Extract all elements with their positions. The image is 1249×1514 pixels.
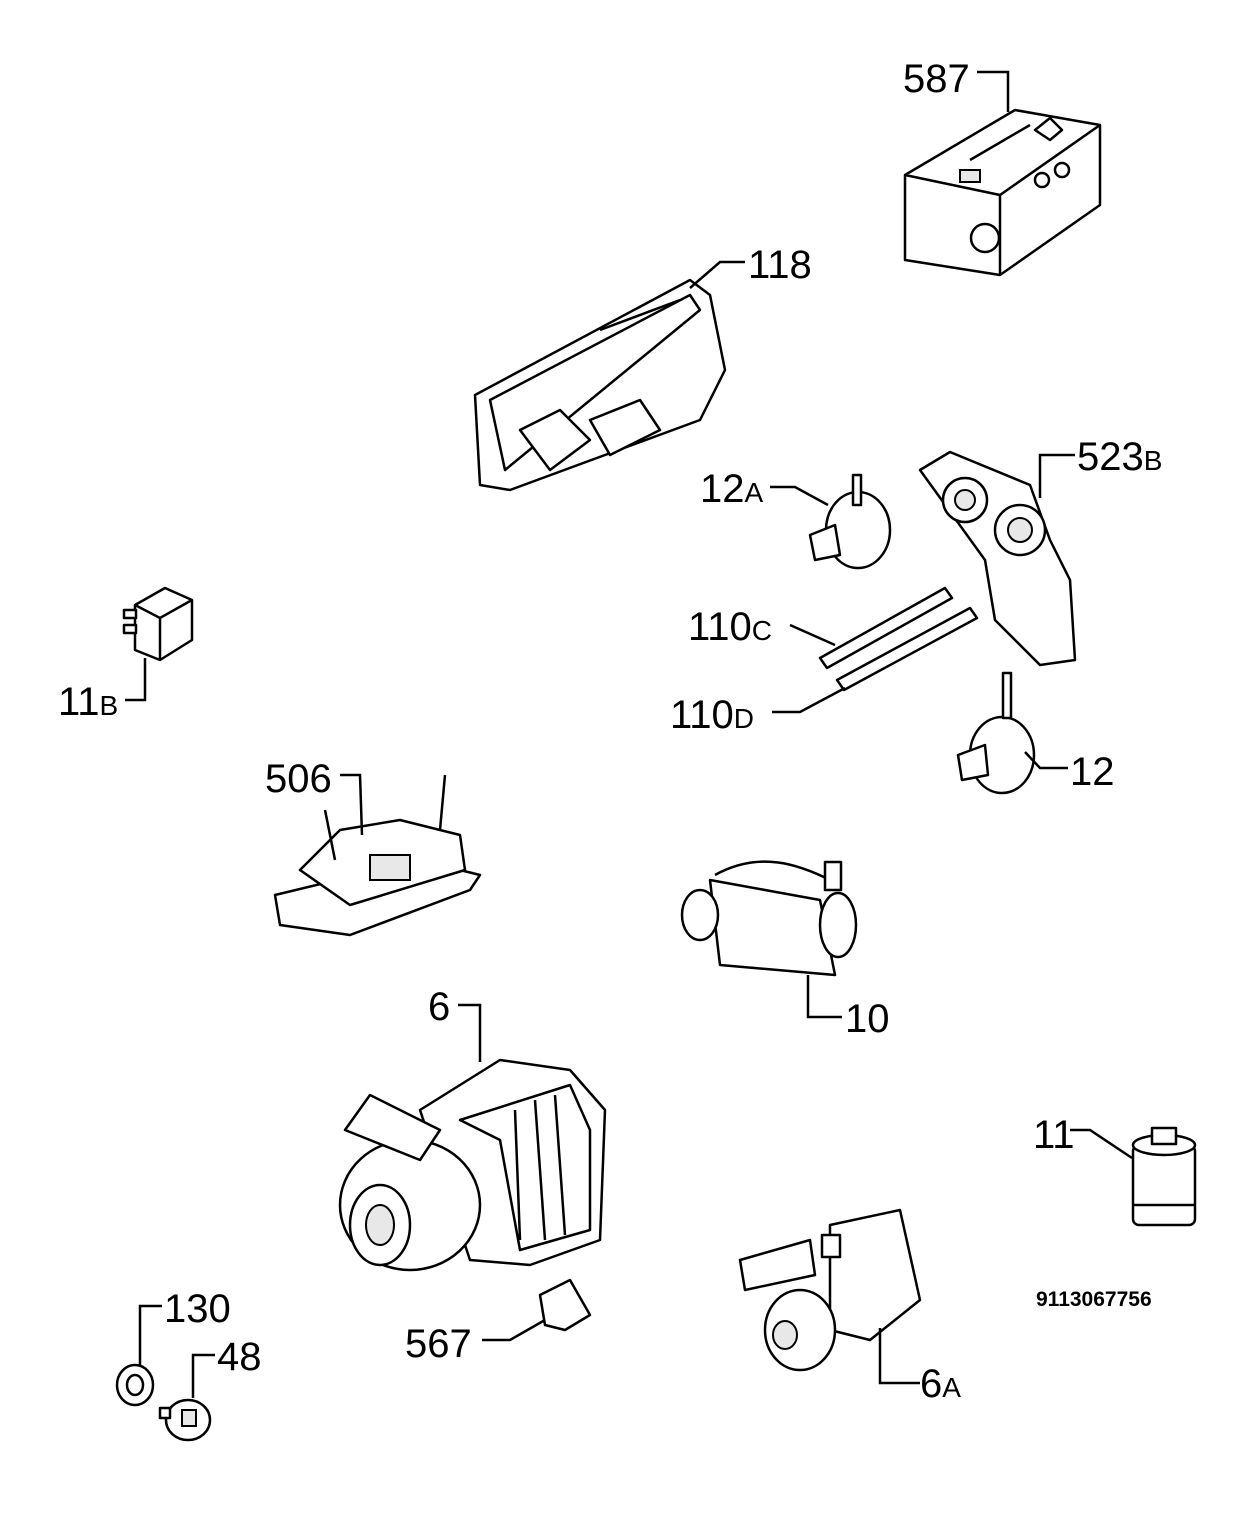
part-6a-drain-pump[interactable] (738, 1208, 922, 1372)
label-110c: 110C (688, 605, 772, 649)
part-110d-hose[interactable] (835, 606, 979, 692)
label-506: 506 (265, 757, 332, 801)
label-6: 6 (428, 985, 450, 1029)
part-118-dispenser[interactable] (473, 278, 727, 492)
label-11: 11 (1033, 1113, 1075, 1157)
label-587: 587 (903, 57, 970, 101)
part-587-control-module[interactable] (903, 108, 1102, 277)
part-10-heater[interactable] (680, 860, 858, 977)
label-11b: 11B (58, 680, 118, 724)
part-12a-pressure-switch[interactable] (808, 473, 892, 570)
part-130-seal[interactable] (115, 1363, 155, 1407)
label-10: 10 (845, 997, 890, 1041)
part-567-clip[interactable] (538, 1278, 592, 1332)
label-12: 12 (1070, 750, 1115, 794)
label-523b: 523B (1077, 435, 1162, 479)
part-506-door-lock[interactable] (273, 774, 482, 937)
part-12-pressure-switch[interactable] (956, 671, 1036, 795)
label-48: 48 (217, 1335, 262, 1379)
label-130: 130 (164, 1287, 231, 1331)
part-523b-housing[interactable] (918, 450, 1077, 667)
label-12a: 12A (700, 467, 764, 511)
part-48-plug[interactable] (158, 1398, 212, 1442)
leader-lines (125, 70, 1133, 1398)
part-110c-hose[interactable] (818, 586, 954, 670)
diagram-code: 9113067756 (1036, 1288, 1152, 1311)
part-11-capacitor[interactable] (1131, 1126, 1197, 1227)
part-6-circulation-pump[interactable] (338, 1058, 607, 1272)
label-110d: 110D (670, 693, 754, 737)
part-11b-relay[interactable] (122, 586, 194, 662)
label-118: 118 (748, 243, 812, 287)
label-6a: 6A (920, 1362, 961, 1406)
label-567: 567 (405, 1322, 472, 1366)
